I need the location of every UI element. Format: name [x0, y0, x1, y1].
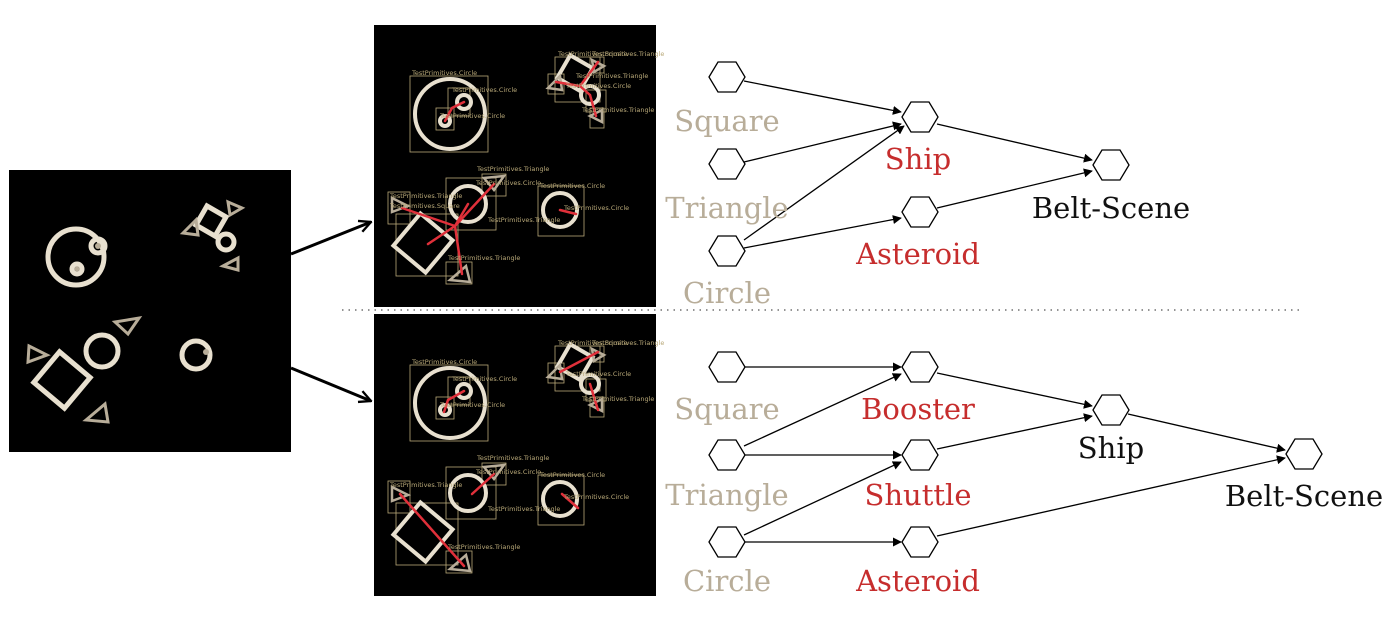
input-triangle — [179, 216, 200, 237]
detection-tag: TestPrimitives.Circle — [563, 204, 629, 212]
label-square: Square — [674, 392, 779, 426]
label-circle: Circle — [683, 564, 771, 598]
input-triangle — [26, 343, 51, 365]
detection-tag: TestPrimitives.Triangle — [487, 216, 560, 224]
input-triangle — [82, 401, 110, 424]
input-circle-small — [88, 236, 108, 256]
graph-edge — [936, 168, 1093, 209]
detection-tag: TestPrimitives.Square — [389, 202, 460, 210]
label-shuttle: Shuttle — [865, 478, 972, 512]
node-square — [708, 61, 746, 93]
graph-edge — [743, 215, 902, 249]
label-asteroid: Asteroid — [855, 237, 980, 271]
input-circle-medium — [83, 332, 121, 370]
input-circle-small — [69, 261, 85, 277]
input-triangle — [218, 255, 240, 272]
node-square — [708, 351, 746, 383]
node-circle — [708, 526, 746, 558]
detection-tag: TestPrimitives.Circle — [451, 86, 517, 94]
input-triangle — [111, 315, 143, 337]
label-triangle: Triangle — [665, 191, 788, 225]
node-asteroid — [901, 526, 939, 558]
detection-tag: TestPrimitives.Circle — [411, 69, 477, 77]
detection-tag: TestPrimitives.Circle — [563, 493, 629, 501]
node-asteroid — [901, 196, 939, 228]
detection-tag: TestPrimitives.Circle — [539, 182, 605, 190]
detection-tag: TestPrimitives.Triangle — [581, 395, 654, 403]
detection-tag: TestPrimitives.Square — [557, 339, 628, 347]
graph-edge — [936, 455, 1286, 537]
label-booster: Booster — [861, 392, 975, 426]
input-square — [30, 348, 94, 412]
label-square: Square — [674, 104, 779, 138]
detection-tag: TestPrimitives.Circle — [439, 112, 505, 120]
detection-tag: TestPrimitives.Circle — [565, 370, 631, 378]
graph-edge — [936, 372, 1093, 409]
detection-tag: TestPrimitives.Triangle — [447, 543, 520, 551]
detection-tag: TestPrimitives.Triangle — [476, 454, 549, 462]
detection-tag: TestPrimitives.Circle — [475, 468, 541, 476]
detection-tag: TestPrimitives.Triangle — [389, 192, 462, 200]
graph-bottom: Square Triangle Circle Booster Shuttle A… — [665, 351, 1383, 598]
input-to-top-arrow — [290, 222, 371, 256]
label-belt-scene: Belt-Scene — [1032, 191, 1190, 225]
detection-tag: TestPrimitives.Square — [557, 50, 628, 58]
label-belt-scene: Belt-Scene — [1225, 479, 1383, 513]
graph-edge — [743, 461, 902, 536]
detection-tag: TestPrimitives.Circle — [539, 471, 605, 479]
detection-tag: TestPrimitives.Triangle — [476, 165, 549, 173]
detection-tag: TestPrimitives.Triangle — [447, 254, 520, 262]
graph-edge — [936, 413, 1093, 450]
detection-tag: TestPrimitives.Triangle — [389, 481, 462, 489]
input-image — [9, 170, 291, 452]
node-ship — [901, 101, 939, 133]
node-belt-scene — [1285, 438, 1323, 470]
detection-tag: TestPrimitives.Triangle — [575, 72, 648, 80]
input-circle-medium — [179, 338, 213, 372]
label-asteroid: Asteroid — [855, 564, 980, 598]
graph-edge — [936, 123, 1093, 163]
detection-tag: TestPrimitives.Circle — [411, 358, 477, 366]
detection-tag: TestPrimitives.Triangle — [487, 505, 560, 513]
input-triangle — [226, 199, 246, 218]
input-to-bottom-arrow — [290, 366, 371, 401]
node-shuttle — [901, 439, 939, 471]
node-triangle — [708, 148, 746, 180]
input-circle-small — [215, 231, 237, 253]
detection-panel-top: TestPrimitives.Circle TestPrimitives.Cir… — [374, 25, 664, 307]
graph-top: Square Triangle Circle Ship Asteroid Bel… — [665, 61, 1190, 310]
detection-tag: TestPrimitives.Triangle — [591, 339, 664, 347]
detection-tag: TestPrimitives.Triangle — [591, 50, 664, 58]
node-ship — [1092, 394, 1130, 426]
detection-tag: TestPrimitives.Circle — [565, 82, 631, 90]
detection-panel-bottom: TestPrimitives.Circle TestPrimitives.Cir… — [374, 314, 664, 596]
input-circle-large — [45, 226, 107, 288]
label-triangle: Triangle — [665, 478, 788, 512]
node-belt-scene — [1092, 149, 1130, 181]
label-ship: Ship — [885, 142, 951, 176]
node-triangle — [708, 439, 746, 471]
graph-edge — [743, 373, 902, 447]
label-circle: Circle — [683, 276, 771, 310]
detection-tag: TestPrimitives.Circle — [475, 179, 541, 187]
graph-edge — [743, 121, 902, 163]
graph-edge — [743, 125, 905, 241]
node-booster — [901, 351, 939, 383]
graph-edge — [743, 80, 902, 115]
label-ship: Ship — [1078, 431, 1144, 465]
input-square — [192, 202, 230, 240]
detection-tag: TestPrimitives.Circle — [439, 401, 505, 409]
graph-edge — [1127, 413, 1286, 453]
node-circle — [708, 235, 746, 267]
detection-tag: TestPrimitives.Circle — [451, 375, 517, 383]
detection-tag: TestPrimitives.Triangle — [581, 106, 654, 114]
